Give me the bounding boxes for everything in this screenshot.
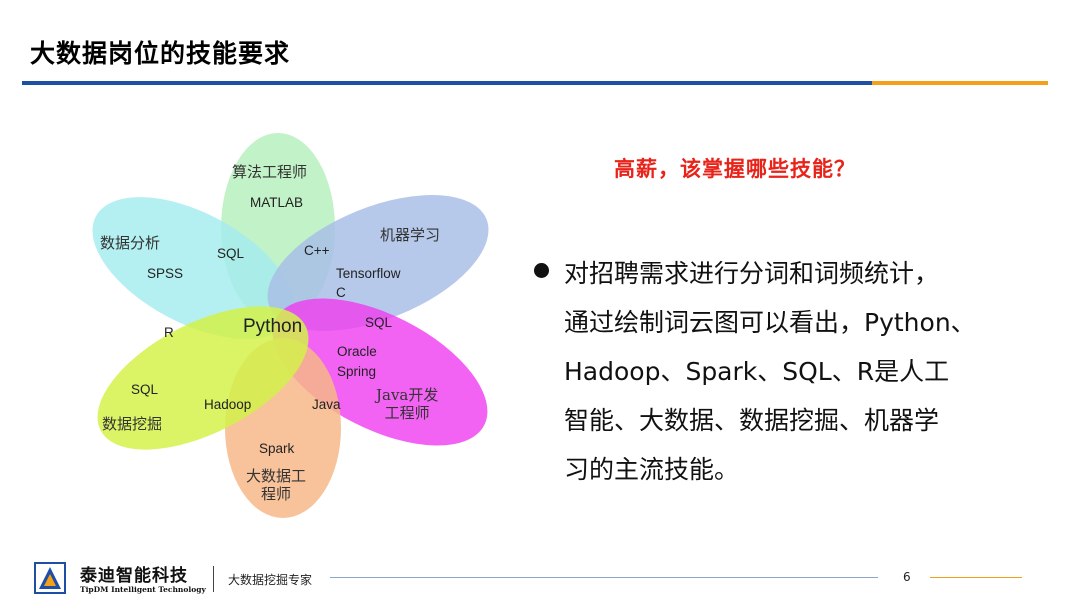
bullet-line: 智能、大数据、数据挖掘、机器学 [564,406,940,435]
bullet-text: 对招聘需求进行分词和词频统计， 通过绘制词云图可以看出，Python、 Hado… [564,249,1044,494]
label-java: Java [312,397,341,412]
page-number: 6 [903,570,911,584]
label-bigdata-engineer-line1: 大数据工 [246,467,307,485]
label-oracle: Oracle [337,344,377,359]
title-underline-blue [22,81,872,85]
label-cpp: C++ [304,243,330,258]
label-data-mining: 数据挖掘 [102,415,163,433]
question-heading: 高薪，该掌握哪些技能？ [614,157,856,181]
label-sql-top: SQL [217,246,245,261]
title-underline-orange [872,81,1048,85]
label-machine-learning: 机器学习 [380,226,441,244]
petal-java-dev [272,298,488,446]
label-sql-left: SQL [131,382,159,397]
skills-venn-diagram: 算法工程师 MATLAB 数据分析 SQL C++ 机器学习 SPSS Tens… [60,110,500,530]
label-sql-right: SQL [365,315,393,330]
label-matlab: MATLAB [250,195,304,210]
bullet-line: Hadoop、Spark、SQL、R是人工 [564,357,950,386]
label-spark: Spark [259,441,295,456]
label-python: Python [243,316,303,337]
footer-slogan: 大数据挖掘专家 [228,573,313,587]
label-r: R [164,325,174,340]
label-data-analysis: 数据分析 [100,234,161,252]
label-c: C [336,285,346,300]
label-java-engineer-line2: 工程师 [384,404,430,422]
tipdm-logo-icon [34,562,66,594]
brand-name-cn: 泰迪智能科技 [80,566,188,586]
footer-separator [213,566,214,592]
bullet-line: 对招聘需求进行分词和词频统计， [564,259,940,288]
label-java-engineer-line1: Java开发 [376,386,439,404]
petal-data-mining [97,306,309,450]
brand-name-en: TipDM Intelligent Technology [80,585,206,594]
label-bigdata-engineer-line2: 程师 [261,485,292,503]
label-algorithm-engineer: 算法工程师 [232,163,308,181]
label-hadoop: Hadoop [204,397,252,412]
label-tensorflow: Tensorflow [336,266,401,281]
label-java-engineer: Java开发 工程师 [376,386,438,422]
bullet-line: 习的主流技能。 [564,455,740,484]
label-bigdata-engineer: 大数据工 程师 [246,467,306,503]
label-spss: SPSS [147,266,184,281]
footer-line-orange [930,577,1022,578]
label-spring: Spring [337,364,377,379]
venn-petals [92,133,489,518]
petal-machine-learning [267,195,489,331]
bullet-dot-icon [534,263,549,278]
bullet-line: 通过绘制词云图可以看出，Python、 [564,308,976,337]
footer-line-blue [330,577,878,578]
petal-data-analysis [92,197,294,339]
slide-title: 大数据岗位的技能要求 [30,39,291,68]
